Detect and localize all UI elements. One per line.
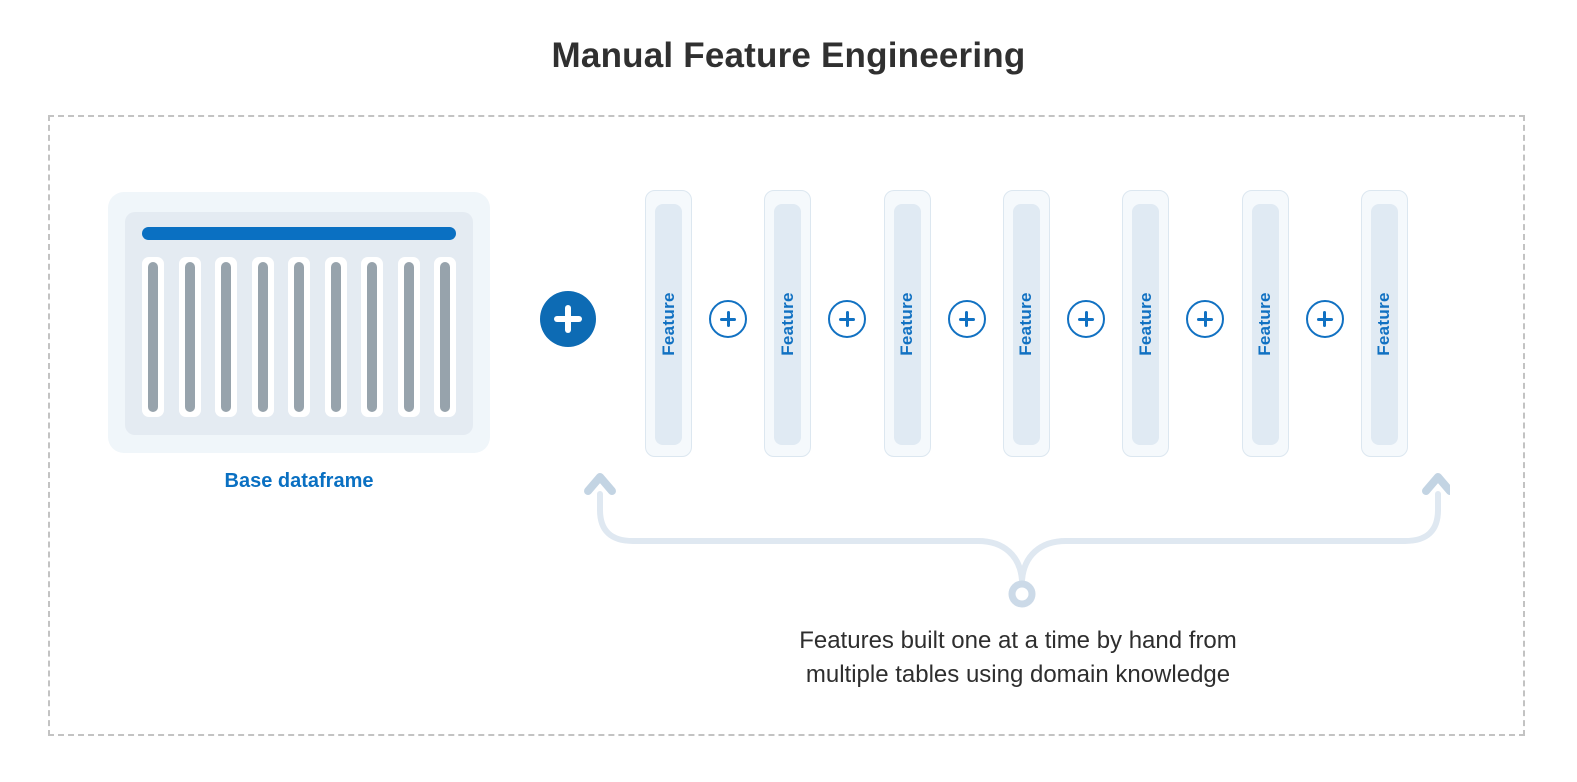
feature-pill-body <box>1251 204 1279 445</box>
dataframe-column <box>178 257 201 417</box>
feature-pill-label: Feature <box>658 291 678 356</box>
feature-pill-body <box>1012 204 1040 445</box>
diagram-border <box>48 115 1525 736</box>
plus-icon <box>1203 311 1207 327</box>
feature-pill-label: Feature <box>777 291 797 356</box>
feature-pill-label: Feature <box>1255 291 1275 356</box>
plus-circle-outline-icon <box>828 300 867 338</box>
feature-pill: Feature <box>645 190 692 457</box>
base-dataframe-card <box>108 192 490 453</box>
plus-icon <box>845 311 849 327</box>
plus-circle-outline-icon <box>709 300 748 338</box>
plus-icon <box>1323 311 1327 327</box>
plus-circle-outline-icon <box>1186 300 1225 338</box>
column-bar <box>440 262 450 412</box>
column-bar <box>294 262 304 412</box>
dataframe-column <box>324 257 347 417</box>
column-bar <box>367 262 377 412</box>
dataframe-column <box>288 257 310 417</box>
dataframe-column <box>142 257 164 417</box>
dataframe-header-bar <box>142 227 456 240</box>
page-title: Manual Feature Engineering <box>551 36 1026 75</box>
dataframe-column <box>361 257 383 417</box>
plus-icon <box>965 311 969 327</box>
feature-pill: Feature <box>1002 190 1050 457</box>
caption-line-1: Features built one at a time by hand fro… <box>799 627 1237 654</box>
plus-circle-outline-icon <box>1067 300 1106 338</box>
feature-pill-body <box>1370 204 1398 445</box>
plus-icon <box>565 305 571 333</box>
feature-pill-body <box>1132 204 1160 445</box>
feature-pill-body <box>774 204 802 445</box>
brace-curve <box>597 491 1441 583</box>
column-bar <box>148 262 158 412</box>
column-bar <box>257 262 268 412</box>
dataframe-column <box>215 257 237 417</box>
plus-icon <box>1084 311 1088 327</box>
dataframe-column <box>434 257 456 417</box>
feature-pill: Feature <box>883 190 931 457</box>
feature-pill-label: Feature <box>1135 291 1155 356</box>
feature-pill-body <box>655 204 682 445</box>
plus-circle-outline-icon <box>947 300 986 338</box>
plus-circle-outline-icon <box>1305 300 1344 338</box>
connector-ring-icon <box>1008 580 1036 608</box>
dataframe-column <box>251 257 274 417</box>
feature-pill-body <box>893 204 921 445</box>
feature-pill: Feature <box>1360 190 1408 457</box>
base-dataframe-label: Base dataframe <box>224 470 374 492</box>
feature-pill: Feature <box>764 190 812 457</box>
feature-pill-label: Feature <box>1374 291 1394 356</box>
dataframe-column <box>397 257 420 417</box>
up-arrow-icon <box>584 473 616 495</box>
column-bar <box>403 262 414 412</box>
feature-row: Feature Feature Feature Feature Feature … <box>645 190 1408 457</box>
column-bar <box>330 262 341 412</box>
feature-pill-label: Feature <box>897 291 917 356</box>
feature-pill-label: Feature <box>1016 291 1036 356</box>
feature-pill: Feature <box>1241 190 1289 457</box>
plus-circle-filled-icon <box>540 291 596 347</box>
dataframe-table <box>125 212 473 435</box>
feature-pill: Feature <box>1122 190 1170 457</box>
dataframe-columns <box>142 257 456 417</box>
column-bar <box>184 262 195 412</box>
plus-icon <box>726 311 730 327</box>
up-arrow-icon <box>1422 473 1450 495</box>
caption: Features built one at a time by hand fro… <box>618 624 1418 692</box>
brace-graphic <box>584 473 1450 608</box>
column-bar <box>221 262 231 412</box>
caption-line-2: multiple tables using domain knowledge <box>805 661 1231 688</box>
